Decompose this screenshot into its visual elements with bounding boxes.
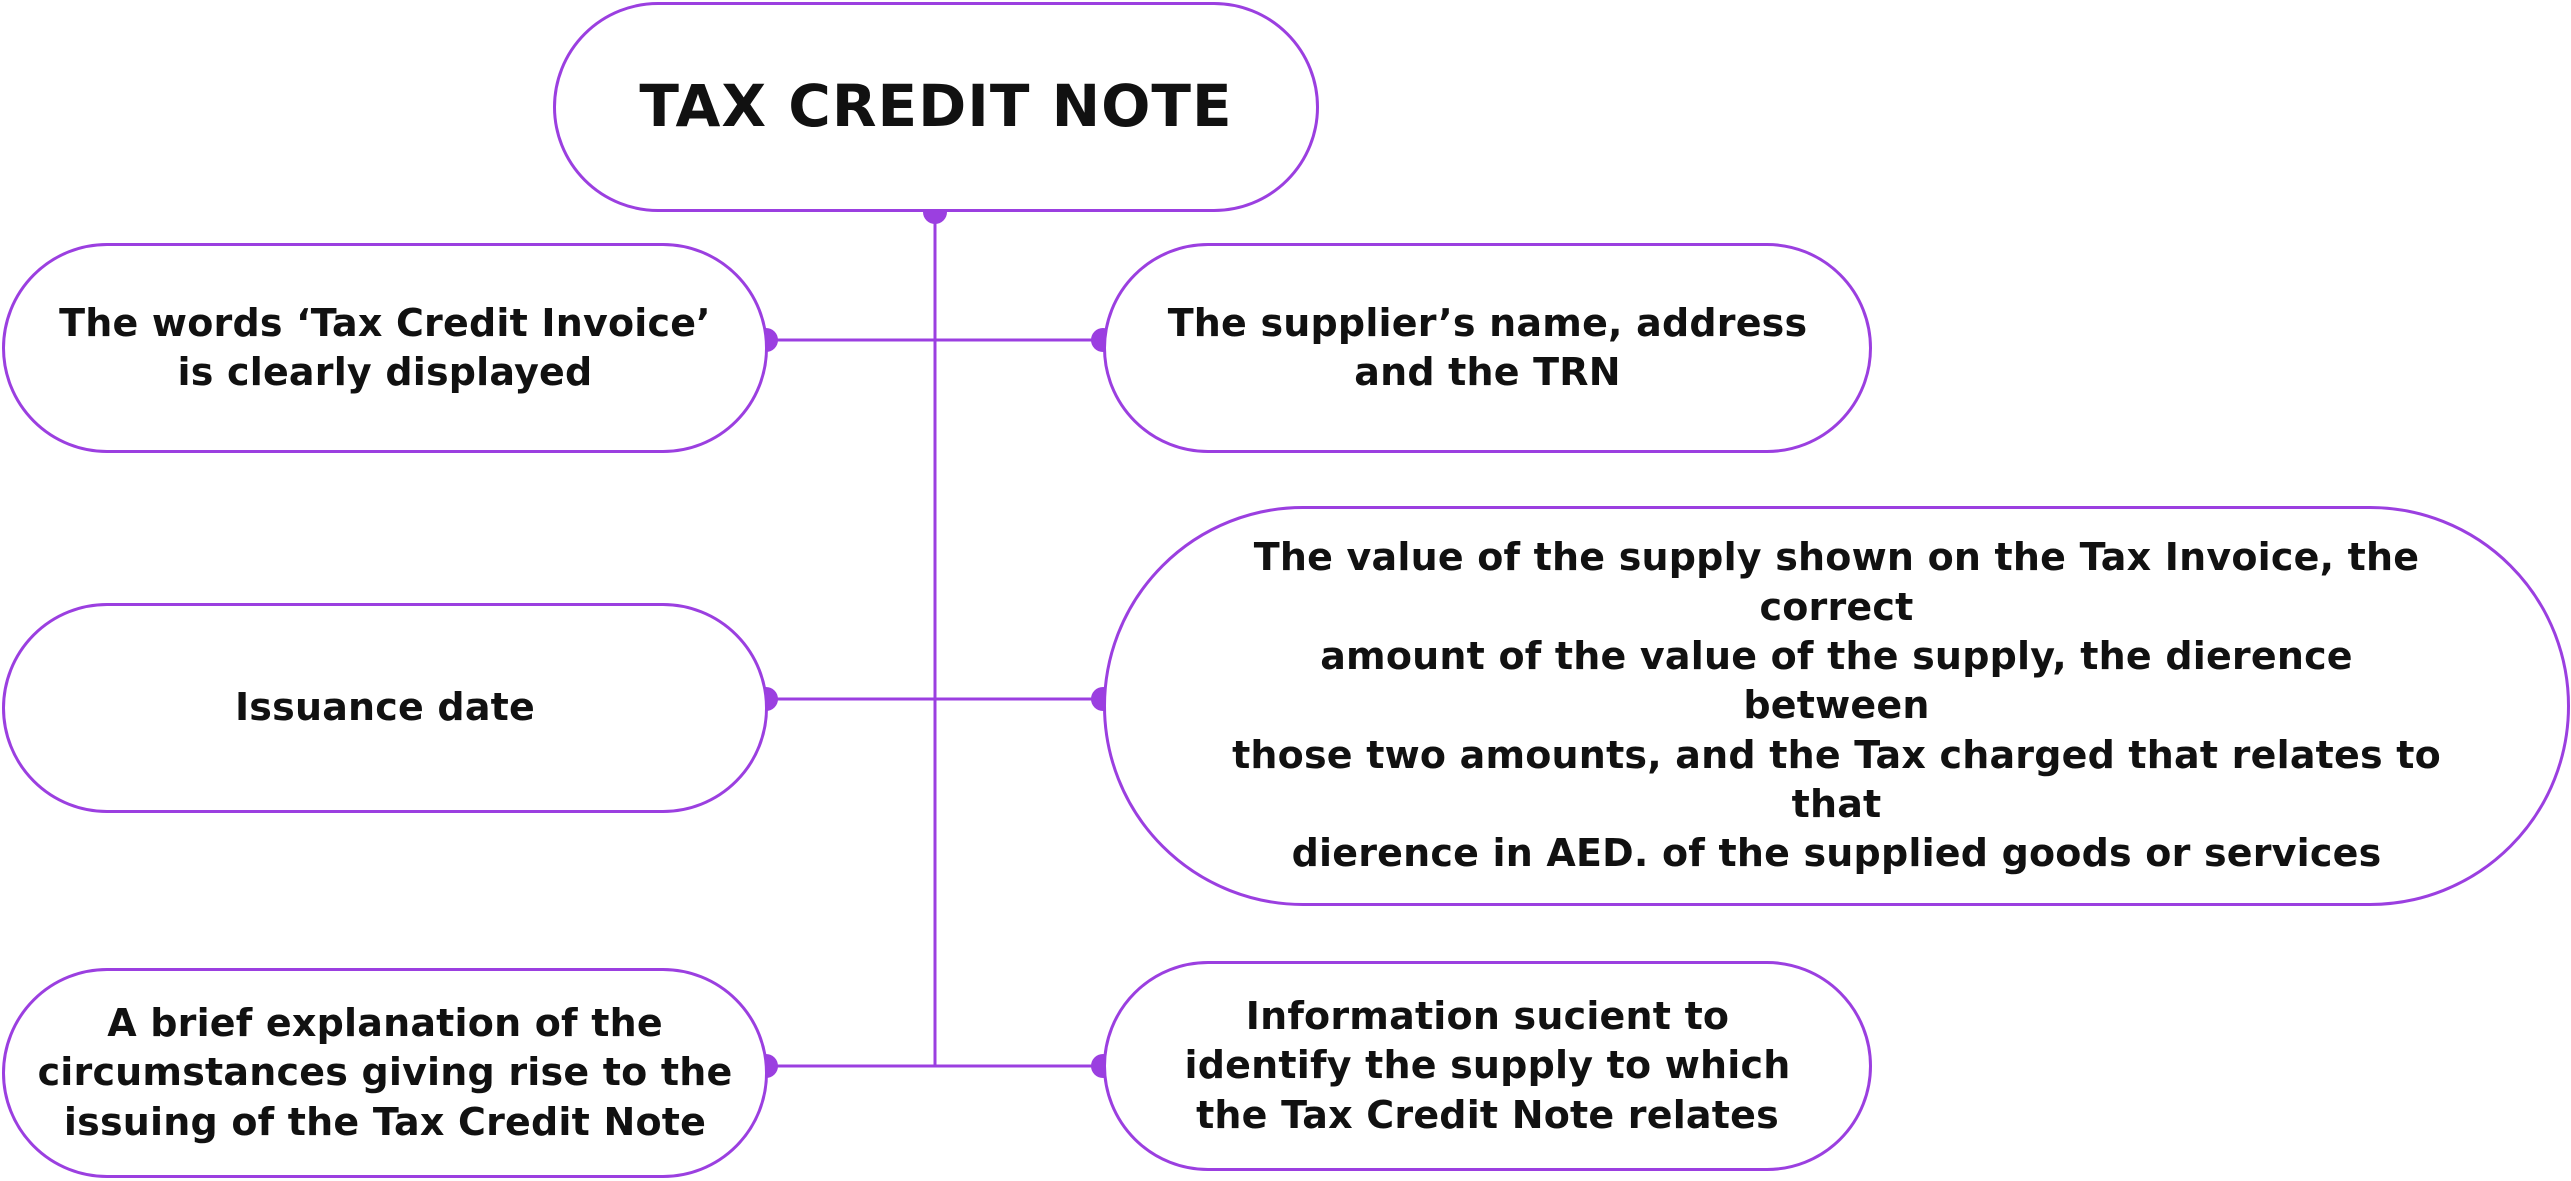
words-displayed-node: The words ‘Tax Credit Invoice’ is clearl… <box>2 243 768 453</box>
title-text: TAX CREDIT NOTE <box>639 72 1233 141</box>
brief-explanation-node: A brief explanation of the circumstances… <box>2 968 768 1178</box>
supply-identification-text: Information sucient to identify the supp… <box>1184 993 1791 1137</box>
supply-value-node: The value of the supply shown on the Tax… <box>1103 506 2570 906</box>
words-displayed-text: The words ‘Tax Credit Invoice’ is clearl… <box>59 300 711 394</box>
supply-identification-node: Information sucient to identify the supp… <box>1103 961 1872 1171</box>
brief-explanation-text: A brief explanation of the circumstances… <box>37 1000 733 1144</box>
supply-value-text: The value of the supply shown on the Tax… <box>1232 535 2441 876</box>
issuance-date-node: Issuance date <box>2 603 768 813</box>
title-node: TAX CREDIT NOTE <box>553 2 1319 212</box>
issuance-date-text: Issuance date <box>234 685 536 730</box>
supplier-details-text: The supplier’s name, address and the TRN <box>1167 300 1808 394</box>
supplier-details-node: The supplier’s name, address and the TRN <box>1103 243 1872 453</box>
